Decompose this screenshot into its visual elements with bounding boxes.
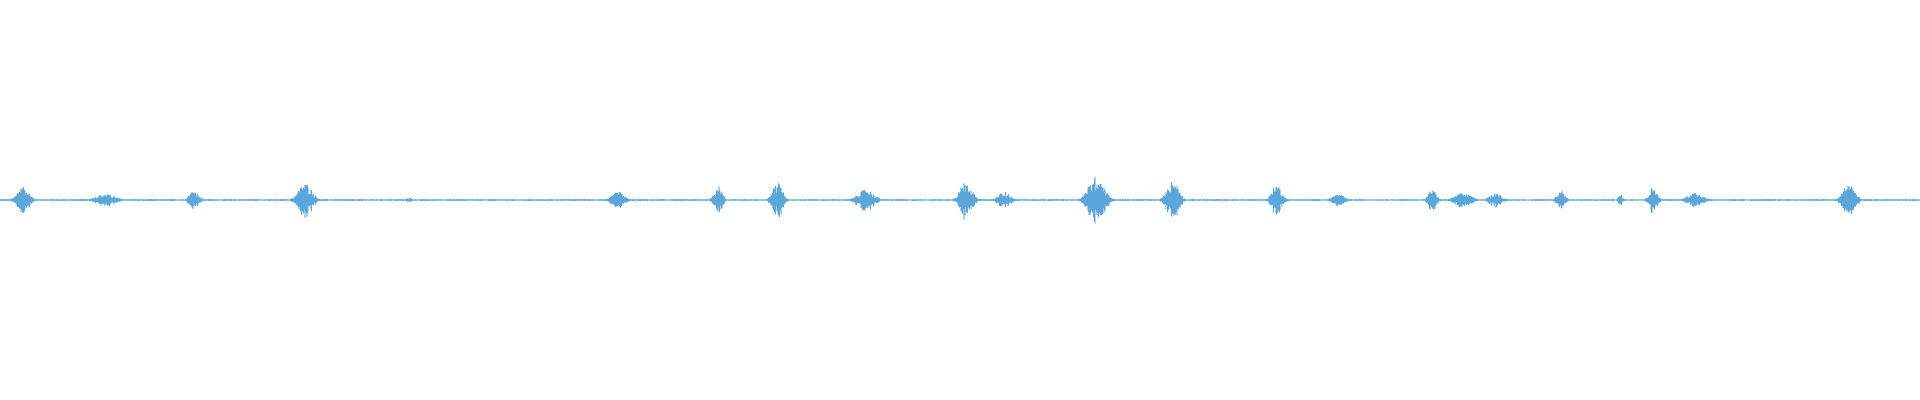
waveform-signal: [0, 176, 1920, 224]
